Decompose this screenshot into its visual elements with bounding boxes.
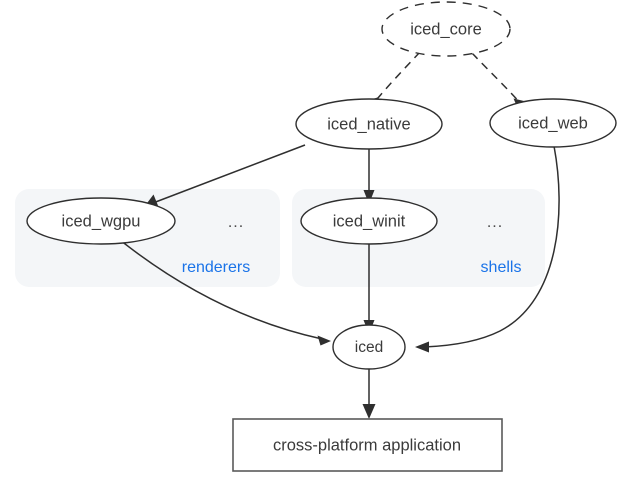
- node-iced-label: iced: [355, 339, 383, 356]
- node-iced-core-label: iced_core: [410, 20, 482, 38]
- node-iced-web[interactable]: iced_web: [489, 98, 617, 148]
- node-iced-native-shape[interactable]: [295, 98, 443, 150]
- node-iced-winit-label: iced_winit: [333, 212, 406, 230]
- node-iced-native[interactable]: iced_native: [295, 98, 443, 150]
- node-cross-platform-application[interactable]: cross-platform application: [232, 418, 503, 472]
- edge-iced-to-application: [362, 369, 376, 419]
- edge-iced-web-to-iced-line: [423, 145, 560, 348]
- node-iced-core[interactable]: iced_core: [381, 1, 511, 57]
- edge-iced-core-to-iced-native-line: [372, 51, 421, 105]
- node-cross-platform-application-label: cross-platform application: [273, 436, 461, 454]
- edge-iced-native-to-iced-wgpu-line: [152, 144, 306, 204]
- edge-iced-web-to-iced-arrow: [415, 341, 429, 353]
- edge-iced-native-to-iced-winit: [363, 147, 375, 204]
- edge-iced-to-application-arrow: [362, 404, 376, 419]
- node-iced-wgpu[interactable]: iced_wgpu: [26, 197, 176, 245]
- node-iced-native-label: iced_native: [327, 115, 410, 133]
- cluster-shells-label: shells: [481, 259, 522, 276]
- edge-iced-wgpu-to-iced-arrow: [317, 335, 331, 346]
- edge-iced-wgpu-to-iced: [119, 239, 331, 346]
- node-cross-platform-application-shape[interactable]: [232, 418, 503, 472]
- edge-iced-web-to-iced: [415, 145, 560, 353]
- edge-iced-core-to-iced-web-line: [471, 52, 522, 105]
- cluster-shells-ellipsis: ...: [487, 214, 503, 231]
- edge-iced-native-to-iced-winit-arrow: [363, 190, 375, 204]
- node-iced-shape[interactable]: [332, 324, 406, 370]
- edge-iced-wgpu-to-iced-line: [119, 239, 323, 340]
- node-iced-core-shape[interactable]: [381, 1, 511, 57]
- node-iced-wgpu-shape[interactable]: [26, 197, 176, 245]
- node-iced-wgpu-label: iced_wgpu: [62, 212, 141, 230]
- cluster-renderers-ellipsis: ...: [228, 214, 244, 231]
- node-iced-winit[interactable]: iced_winit: [300, 197, 438, 245]
- node-iced-web-shape[interactable]: [489, 98, 617, 148]
- node-iced-winit-shape[interactable]: [300, 197, 438, 245]
- node-iced[interactable]: iced: [332, 324, 406, 370]
- cluster-renderers-label: renderers: [182, 259, 250, 276]
- node-iced-web-label: iced_web: [518, 114, 588, 132]
